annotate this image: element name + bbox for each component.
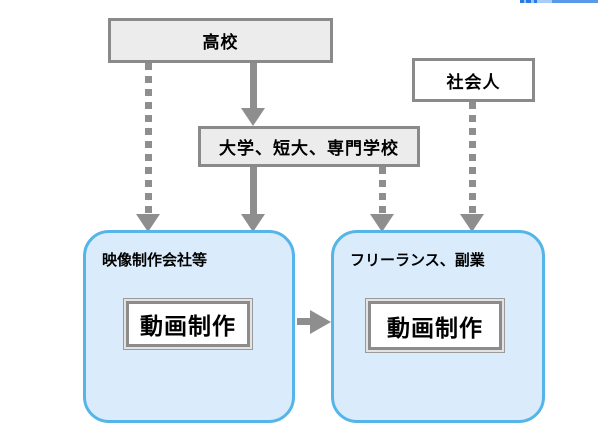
video-production-box-right-label: 動画制作 xyxy=(368,301,502,350)
arrow-highschool-to-college-shaft xyxy=(250,63,257,108)
container-production-company: 映像制作会社等 動画制作 xyxy=(83,230,295,423)
arrow-college-to-freelance-head xyxy=(370,214,394,232)
container-production-company-label: 映像制作会社等 xyxy=(102,251,208,269)
arrow-college-to-freelance-shaft xyxy=(379,167,386,214)
node-adult-label: 社会人 xyxy=(446,72,501,93)
node-college: 大学、短大、専門学校 xyxy=(198,126,420,167)
node-highschool: 高校 xyxy=(108,18,333,63)
node-highschool-label: 高校 xyxy=(202,33,239,53)
video-production-box-left-label: 動画制作 xyxy=(126,301,250,347)
arrow-highschool-to-college-head xyxy=(241,108,265,126)
container-freelance-label: フリーランス、副業 xyxy=(350,251,485,269)
arrow-college-to-production-shaft xyxy=(250,167,257,214)
video-production-box-right: 動画制作 xyxy=(365,298,505,353)
arrow-production-to-freelance-head xyxy=(310,310,331,334)
arrow-production-to-freelance-shaft xyxy=(297,318,311,325)
arrow-adult-to-freelance-shaft xyxy=(469,102,476,214)
arrow-highschool-to-production-shaft xyxy=(145,63,152,214)
video-production-box-left: 動画制作 xyxy=(123,298,253,350)
node-adult: 社会人 xyxy=(412,58,535,102)
arrow-highschool-to-production-head xyxy=(136,214,160,232)
clipped-link-fragment[interactable] xyxy=(520,0,598,3)
node-college-label: 大学、短大、専門学校 xyxy=(219,139,399,159)
container-freelance: フリーランス、副業 動画制作 xyxy=(331,230,545,423)
arrow-college-to-production-head xyxy=(241,214,265,232)
arrow-adult-to-freelance-head xyxy=(460,214,484,232)
